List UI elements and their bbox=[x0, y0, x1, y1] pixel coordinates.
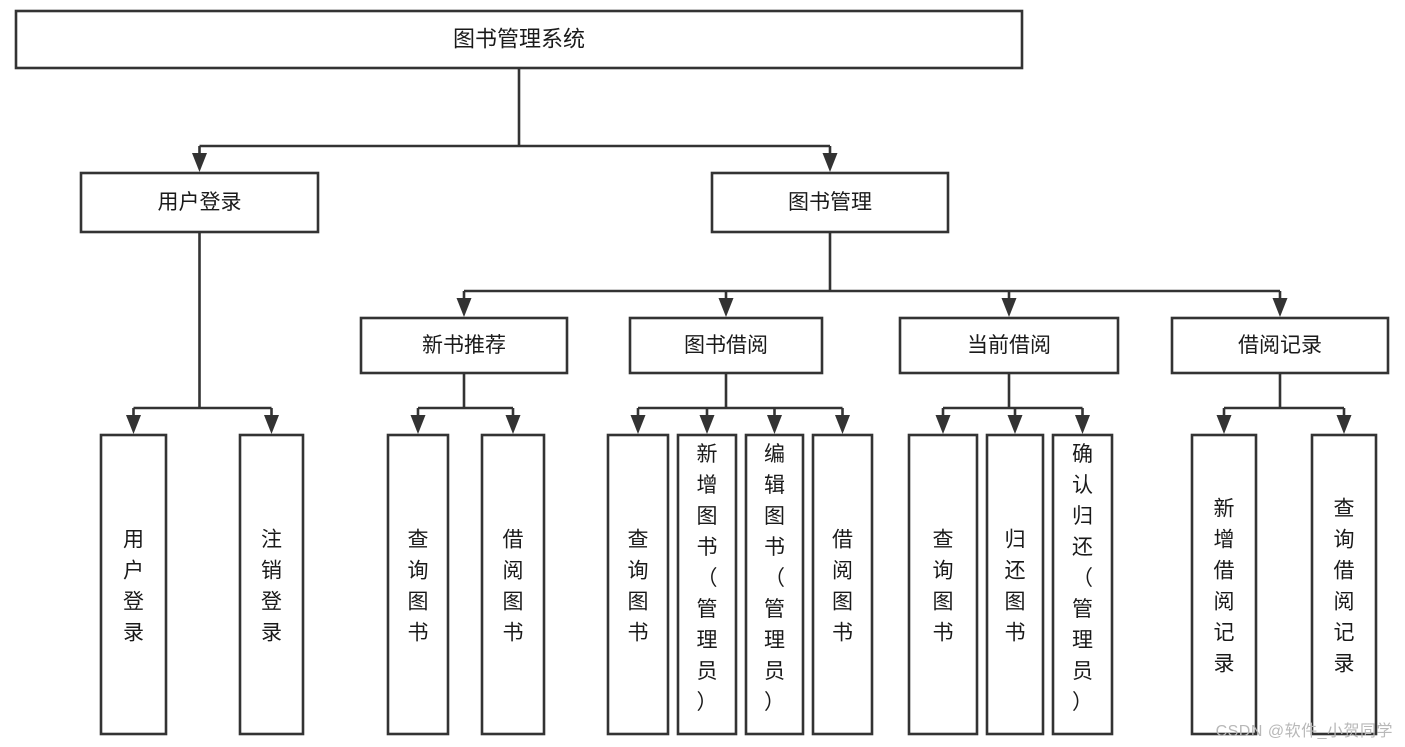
node-box-current[interactable] bbox=[898, 316, 1120, 375]
node-label-leaf-cur-confirm: 确认归还（管理员） bbox=[1072, 443, 1093, 714]
node-leaf-new-borrow[interactable]: 借阅图书 bbox=[480, 433, 546, 736]
connector-bookmgmt bbox=[456, 232, 1288, 317]
connector-newbook bbox=[410, 373, 521, 434]
connector-root bbox=[192, 68, 838, 172]
node-label-leaf-user-logout: 注销登录 bbox=[261, 529, 282, 645]
node-leaf-cur-return[interactable]: 归还图书 bbox=[985, 433, 1045, 736]
node-label-leaf-borrow-query: 查询图书 bbox=[628, 529, 649, 645]
connector-records bbox=[1216, 373, 1352, 434]
node-label-leaf-user-login: 用户登录 bbox=[123, 529, 144, 645]
node-label-records: 借阅记录 bbox=[1238, 334, 1322, 357]
node-borrow[interactable]: 图书借阅 bbox=[628, 316, 824, 375]
node-box-leaf-borrow-add[interactable] bbox=[676, 433, 738, 736]
node-box-leaf-rec-query[interactable] bbox=[1310, 433, 1378, 736]
node-leaf-cur-query[interactable]: 查询图书 bbox=[907, 433, 979, 736]
node-login[interactable]: 用户登录 bbox=[79, 171, 320, 234]
node-box-leaf-cur-confirm[interactable] bbox=[1051, 433, 1114, 736]
node-leaf-rec-query[interactable]: 查询借阅记录 bbox=[1310, 433, 1378, 736]
node-label-leaf-borrow-add: 新增图书（管理员） bbox=[697, 443, 718, 714]
node-root[interactable]: 图书管理系统 bbox=[14, 9, 1024, 70]
connector-current bbox=[935, 373, 1090, 434]
node-label-leaf-cur-return: 归还图书 bbox=[1005, 529, 1026, 645]
node-label-borrow: 图书借阅 bbox=[684, 334, 768, 357]
node-newbook[interactable]: 新书推荐 bbox=[359, 316, 569, 375]
node-box-records[interactable] bbox=[1170, 316, 1390, 375]
node-leaf-borrow-edit[interactable]: 编辑图书（管理员） bbox=[744, 433, 805, 736]
node-box-leaf-borrow-lend[interactable] bbox=[811, 433, 874, 736]
node-leaf-rec-add[interactable]: 新增借阅记录 bbox=[1190, 433, 1258, 736]
connector-borrow bbox=[630, 373, 850, 434]
node-box-login[interactable] bbox=[79, 171, 320, 234]
node-box-bookmgmt[interactable] bbox=[710, 171, 950, 234]
node-bookmgmt[interactable]: 图书管理 bbox=[710, 171, 950, 234]
connector-layer bbox=[126, 68, 1352, 434]
node-layer: 图书管理系统用户登录图书管理新书推荐图书借阅当前借阅借阅记录用户登录注销登录查询… bbox=[14, 9, 1390, 736]
node-label-leaf-new-borrow: 借阅图书 bbox=[503, 529, 524, 645]
node-box-leaf-user-logout[interactable] bbox=[238, 433, 305, 736]
node-box-newbook[interactable] bbox=[359, 316, 569, 375]
node-box-leaf-cur-query[interactable] bbox=[907, 433, 979, 736]
node-label-current: 当前借阅 bbox=[967, 334, 1051, 357]
node-records[interactable]: 借阅记录 bbox=[1170, 316, 1390, 375]
node-box-leaf-borrow-edit[interactable] bbox=[744, 433, 805, 736]
node-label-newbook: 新书推荐 bbox=[422, 334, 506, 357]
node-leaf-user-logout[interactable]: 注销登录 bbox=[238, 433, 305, 736]
node-leaf-borrow-lend[interactable]: 借阅图书 bbox=[811, 433, 874, 736]
node-box-leaf-user-login[interactable] bbox=[99, 433, 168, 736]
node-label-leaf-borrow-lend: 借阅图书 bbox=[832, 529, 853, 645]
node-label-leaf-cur-query: 查询图书 bbox=[933, 529, 954, 645]
node-label-leaf-rec-add: 新增借阅记录 bbox=[1214, 498, 1235, 676]
node-leaf-user-login[interactable]: 用户登录 bbox=[99, 433, 168, 736]
node-box-leaf-rec-add[interactable] bbox=[1190, 433, 1258, 736]
node-box-leaf-borrow-query[interactable] bbox=[606, 433, 670, 736]
connector-login bbox=[126, 232, 279, 434]
node-leaf-new-query[interactable]: 查询图书 bbox=[386, 433, 450, 736]
node-box-borrow[interactable] bbox=[628, 316, 824, 375]
node-label-root: 图书管理系统 bbox=[453, 26, 585, 51]
node-leaf-cur-confirm[interactable]: 确认归还（管理员） bbox=[1051, 433, 1114, 736]
node-box-root[interactable] bbox=[14, 9, 1024, 70]
node-box-leaf-cur-return[interactable] bbox=[985, 433, 1045, 736]
node-leaf-borrow-query[interactable]: 查询图书 bbox=[606, 433, 670, 736]
node-label-login: 用户登录 bbox=[158, 191, 242, 214]
node-current[interactable]: 当前借阅 bbox=[898, 316, 1120, 375]
node-label-leaf-new-query: 查询图书 bbox=[408, 529, 429, 645]
node-label-leaf-rec-query: 查询借阅记录 bbox=[1334, 498, 1355, 676]
watermark-label: CSDN @软件_小贺同学 bbox=[1215, 723, 1393, 740]
node-label-leaf-borrow-edit: 编辑图书（管理员） bbox=[764, 443, 785, 714]
node-leaf-borrow-add[interactable]: 新增图书（管理员） bbox=[676, 433, 738, 736]
node-box-leaf-new-borrow[interactable] bbox=[480, 433, 546, 736]
node-box-leaf-new-query[interactable] bbox=[386, 433, 450, 736]
node-label-bookmgmt: 图书管理 bbox=[788, 191, 872, 214]
